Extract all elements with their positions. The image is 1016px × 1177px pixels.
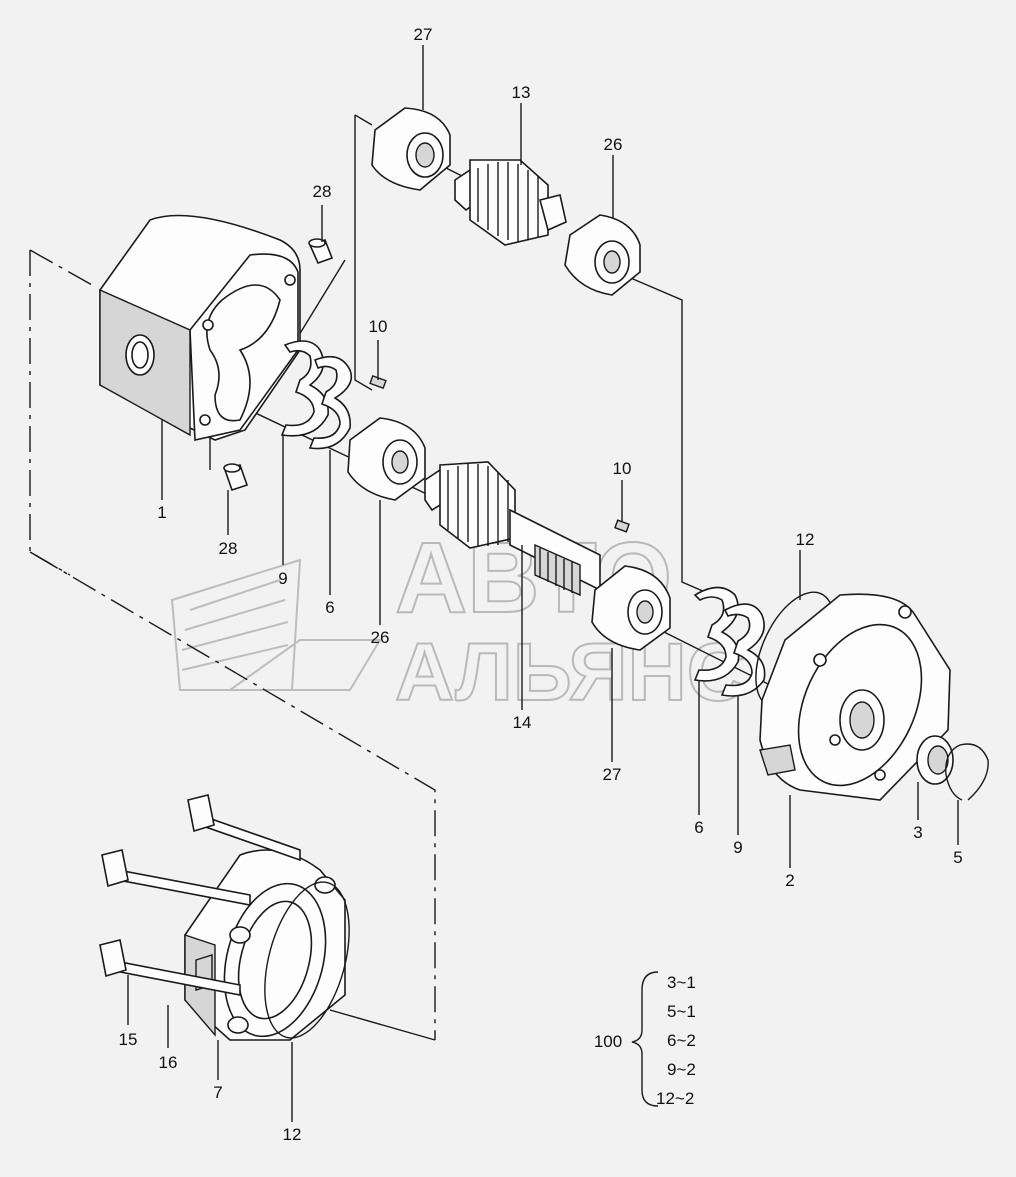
kit-item-12: 12~2 (656, 1089, 694, 1108)
callout-12-right: 12 (796, 530, 815, 549)
callout-9-right: 9 (733, 838, 742, 857)
flange-assembly (99, 794, 346, 1041)
bushing-bottom (591, 565, 671, 651)
callout-27-bottom: 27 (603, 765, 622, 784)
callout-15: 15 (119, 1030, 138, 1049)
callout-26-middle: 26 (371, 628, 390, 647)
dowel-pin-bottom (223, 463, 249, 492)
key-left (369, 374, 387, 390)
oil-seal (916, 735, 954, 785)
snap-ring (945, 743, 989, 801)
callout-5: 5 (953, 848, 962, 867)
callout-12-bottom: 12 (283, 1125, 302, 1144)
repair-kit-list: 100 3~1 5~1 6~2 9~2 12~2 (594, 971, 696, 1108)
callout-13: 13 (512, 83, 531, 102)
callout-28-bottom: 28 (219, 539, 238, 558)
kit-item-6: 6~2 (667, 1031, 696, 1050)
callout-26-top: 26 (604, 135, 623, 154)
callout-14: 14 (513, 713, 532, 732)
callout-28-top: 28 (313, 182, 332, 201)
callout-10-right: 10 (613, 459, 632, 478)
kit-number: 100 (594, 1032, 622, 1051)
bushing-top (371, 107, 451, 191)
callout-2: 2 (785, 871, 794, 890)
o-ring-bottom (264, 881, 350, 1039)
watermark-logo (170, 558, 382, 691)
callout-27-top: 27 (414, 25, 433, 44)
kit-item-3: 3~1 (667, 973, 696, 992)
callout-7: 7 (213, 1083, 222, 1102)
kit-brace (631, 971, 659, 1107)
leader-lines (127, 45, 959, 1122)
watermark-line2: АЛЬЯНС (395, 627, 746, 718)
kit-item-5: 5~1 (667, 1002, 696, 1021)
key-right (614, 519, 630, 533)
dowel-pin-top (308, 238, 334, 265)
callout-9-left: 9 (278, 569, 287, 588)
front-cover (759, 593, 951, 801)
callout-1: 1 (157, 503, 166, 522)
bushing-middle (347, 417, 426, 501)
callout-6-left: 6 (325, 598, 334, 617)
callout-10-left: 10 (369, 317, 388, 336)
callouts: 27 13 26 28 10 1 28 9 6 26 14 10 12 27 6… (119, 25, 963, 1144)
callout-16: 16 (159, 1053, 178, 1072)
callout-6-right: 6 (694, 818, 703, 837)
backup-ring-right (720, 603, 766, 697)
driven-gear (454, 159, 567, 246)
callout-3: 3 (913, 823, 922, 842)
pump-housing (99, 214, 301, 441)
kit-item-9: 9~2 (667, 1060, 696, 1079)
bushing-top-right (564, 214, 641, 296)
seal-left (308, 355, 353, 450)
